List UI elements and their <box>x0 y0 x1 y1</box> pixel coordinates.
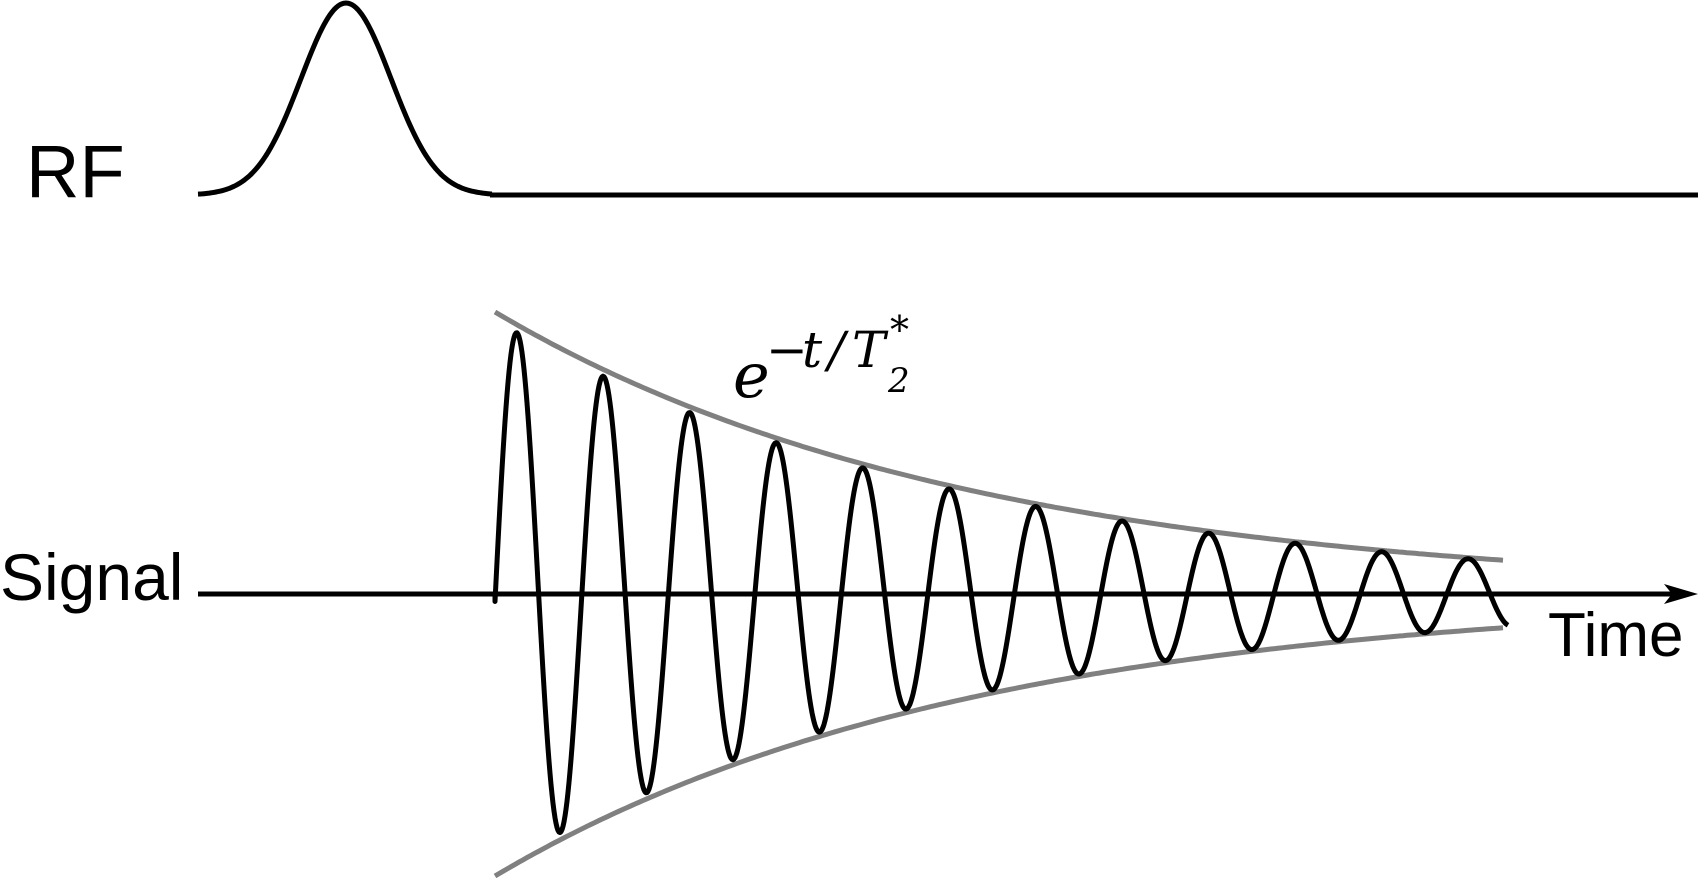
formula-exponent-sign: − <box>766 321 808 379</box>
time-label: Time <box>1548 601 1683 670</box>
formula-exponent-sup: * <box>890 308 909 352</box>
formula-base: e <box>733 339 770 412</box>
formula-exponent-sub: 2 <box>887 361 910 401</box>
formula-exponent-var: t <box>802 321 823 379</box>
envelope-upper-curve <box>493 309 1504 563</box>
rf-pulse-trace <box>197 0 493 197</box>
formula-exponent-slash: / <box>824 321 849 379</box>
formula-exponent-T: T <box>852 321 889 379</box>
envelope-formula: e − t / T 2 * <box>733 308 910 412</box>
rf-label: RF <box>26 130 125 213</box>
signal-label: Signal <box>0 540 183 614</box>
fid-signal-trace <box>492 330 1510 835</box>
time-axis-arrowhead <box>1664 584 1698 604</box>
envelope-lower-curve <box>493 625 1504 879</box>
